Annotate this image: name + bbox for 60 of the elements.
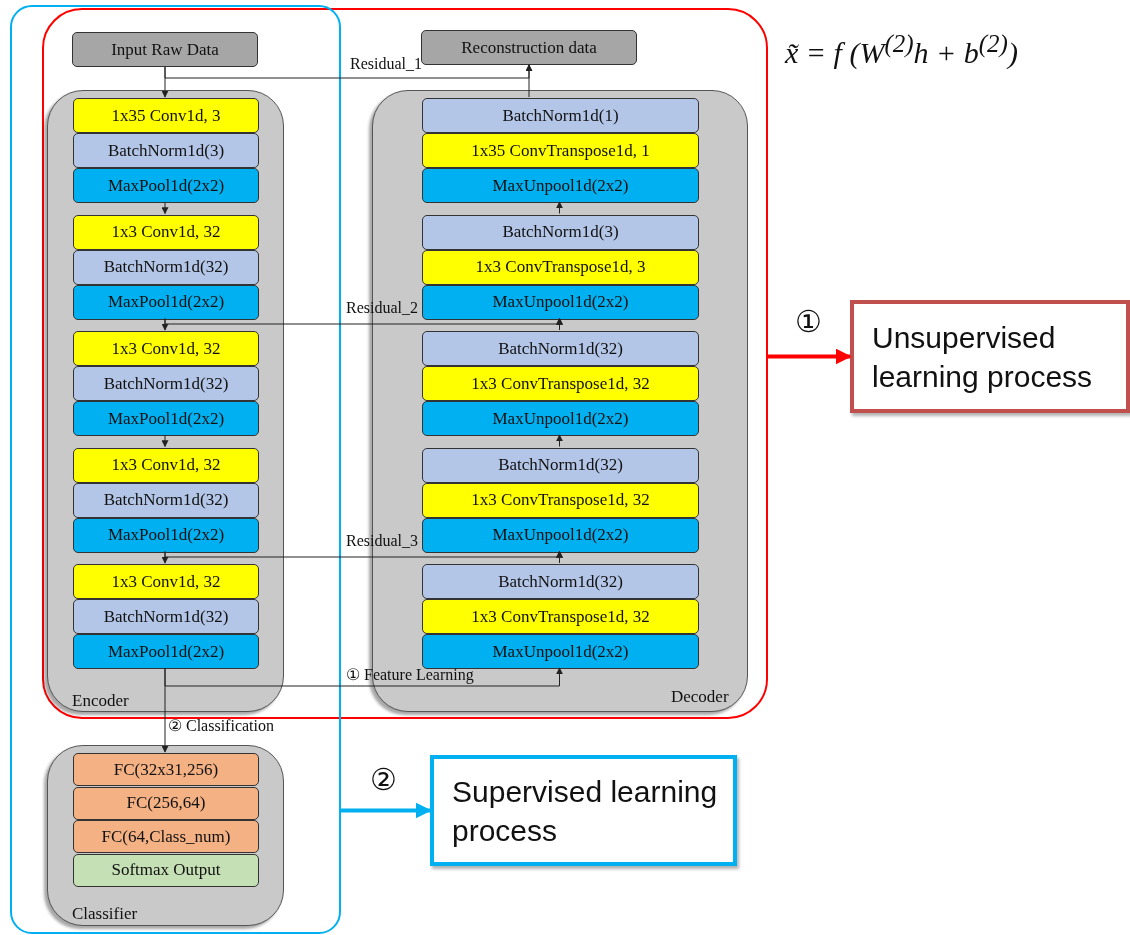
layer-block: 1x3 ConvTranspose1d, 3 xyxy=(422,249,699,285)
layer-block: BatchNorm1d(32) xyxy=(73,599,259,634)
module-panel xyxy=(47,745,284,926)
arrow xyxy=(556,550,563,564)
layer-block: 1x3 Conv1d, 32 xyxy=(73,331,259,366)
layer-block: MaxUnpool1d(2x2) xyxy=(422,517,699,553)
layer-block: FC(32x31,256) xyxy=(73,753,259,786)
layer-block: MaxUnpool1d(2x2) xyxy=(422,168,699,203)
layer-block: MaxPool1d(2x2) xyxy=(73,168,259,203)
layer-block: MaxPool1d(2x2) xyxy=(73,634,259,669)
module-panel xyxy=(47,90,284,712)
arrow xyxy=(525,64,533,98)
arrow xyxy=(161,667,169,753)
layer-block: MaxUnpool1d(2x2) xyxy=(422,401,699,436)
layer-block: FC(64,Class_num) xyxy=(73,820,259,853)
layer-block: 1x3 ConvTranspose1d, 32 xyxy=(422,599,699,634)
layer-block: 1x3 Conv1d, 32 xyxy=(73,447,259,483)
layer-block: Softmax Output xyxy=(73,853,259,887)
arrow xyxy=(164,667,563,687)
layer-block: Reconstruction data xyxy=(421,30,637,65)
layer-block: BatchNorm1d(3) xyxy=(73,133,259,168)
layer-block: 1x35 Conv1d, 3 xyxy=(73,98,259,133)
layer-block: BatchNorm1d(32) xyxy=(422,564,699,599)
module-title: Classifier xyxy=(72,904,138,924)
arrow xyxy=(161,201,169,215)
module-title: Encoder xyxy=(72,691,129,711)
layer-block: 1x3 Conv1d, 32 xyxy=(73,214,259,250)
layer-block: BatchNorm1d(1) xyxy=(422,98,699,133)
edge-label: ② Classification xyxy=(168,718,274,734)
layer-block: 1x3 ConvTranspose1d, 32 xyxy=(422,482,699,518)
layer-block: 1x3 Conv1d, 32 xyxy=(73,564,259,599)
arrow xyxy=(768,348,852,365)
layer-block: FC(256,64) xyxy=(73,786,259,820)
layer-block: MaxUnpool1d(2x2) xyxy=(422,284,699,320)
edge-label: ① Feature Learning xyxy=(346,667,474,683)
process-callout: Supervised learning process xyxy=(430,755,737,866)
arrow xyxy=(556,201,563,214)
layer-block: MaxUnpool1d(2x2) xyxy=(422,634,699,669)
process-callout: Unsupervised learning process xyxy=(850,300,1130,413)
layer-block: 1x35 ConvTranspose1d, 1 xyxy=(422,133,699,168)
layer-block: BatchNorm1d(3) xyxy=(422,214,699,250)
layer-block: MaxPool1d(2x2) xyxy=(73,401,259,436)
arrow xyxy=(341,802,432,819)
layer-block: BatchNorm1d(32) xyxy=(73,482,259,518)
layer-block: BatchNorm1d(32) xyxy=(422,331,699,366)
layer-block: MaxPool1d(2x2) xyxy=(73,284,259,320)
edge-label: Residual_1 xyxy=(350,56,422,72)
layer-block: BatchNorm1d(32) xyxy=(422,447,699,483)
layer-block: BatchNorm1d(32) xyxy=(73,366,259,401)
layer-block: BatchNorm1d(32) xyxy=(73,249,259,285)
layer-block: Input Raw Data xyxy=(72,32,258,67)
arrow xyxy=(556,317,563,331)
arrow xyxy=(556,434,563,447)
arrow xyxy=(161,434,169,448)
module-title: Decoder xyxy=(671,687,729,707)
formula: x̃ = f (W$^{(2)}$h + b$^{(2)}$) xyxy=(785,30,1018,70)
layer-block: MaxPool1d(2x2) xyxy=(73,517,259,553)
step-number: ② xyxy=(370,765,397,795)
layer-block: 1x3 ConvTranspose1d, 32 xyxy=(422,366,699,401)
step-number: ① xyxy=(795,307,822,337)
